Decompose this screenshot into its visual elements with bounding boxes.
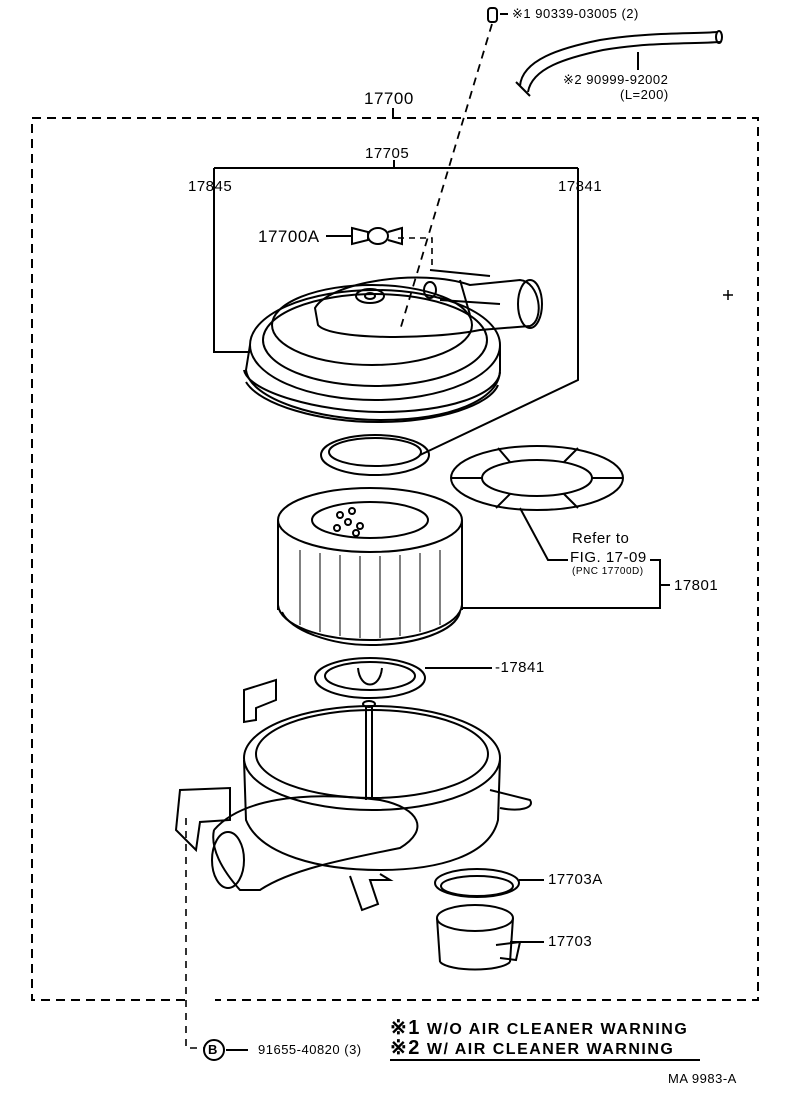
intake-hose-part: [436, 904, 522, 971]
bracket-17801: [462, 559, 670, 609]
leader-refer: [519, 507, 568, 561]
wing-nut-part: [351, 226, 403, 246]
air-cleaner-case-part: [174, 678, 532, 912]
legend-text-2: W/ AIR CLEANER WARNING: [426, 1041, 675, 1058]
legend-item-1: ※1 W/O AIR CLEANER WARNING: [390, 1018, 688, 1038]
element-ref-ring-part: [450, 445, 624, 511]
pnc-label: (PNC 17700D): [572, 566, 644, 577]
hose-number-label: 17703: [548, 933, 593, 950]
legend-mark-1: ※1: [390, 1017, 421, 1039]
bolt-marker-circle: [203, 1039, 225, 1061]
air-filter-element-part: [277, 487, 463, 647]
bolt-number-label: 91655-40820 (3): [258, 1042, 362, 1057]
refer-label: Refer to: [572, 530, 630, 547]
leader-17841-upper: [419, 168, 579, 456]
cap-gasket-number-label: 17841: [558, 178, 603, 195]
case-gasket-part: [314, 657, 426, 699]
wing-nut-number-label: 17700A: [258, 227, 320, 246]
hose-fitting-part: [487, 7, 498, 23]
legend-item-2: ※2 W/ AIR CLEANER WARNING: [390, 1038, 674, 1058]
hose-label: ※2 90999-92002: [563, 72, 669, 87]
bracket-17705: [214, 160, 578, 169]
assembly-boundary: [31, 117, 759, 1001]
wing-nut-dash: [398, 237, 433, 270]
legend-text-1: W/O AIR CLEANER WARNING: [426, 1021, 689, 1038]
air-cleaner-cap-part: [243, 269, 543, 424]
cap-number-label: 17845: [188, 178, 233, 195]
cap-assy-number-label: 17705: [365, 145, 410, 162]
hose-length-label: (L=200): [620, 87, 669, 102]
hose-fitting-label: ※1 90339-03005 (2): [512, 6, 639, 21]
element-number-label: 17801: [674, 577, 719, 594]
hose-band-gasket-number-label: 17703A: [548, 871, 603, 888]
drawing-number-label: MA 9983-A: [668, 1071, 737, 1086]
leader-17845: [213, 168, 250, 353]
figure-ref-label: FIG. 17-09: [570, 549, 647, 566]
bolt-marker: B: [208, 1042, 218, 1057]
case-gasket-number-label: -17841: [495, 659, 545, 676]
hose-fitting-dash-line: [399, 23, 493, 331]
hose-band-gasket-part: [434, 868, 520, 898]
vacuum-hose-part: [519, 31, 719, 87]
legend-mark-2: ※2: [390, 1037, 421, 1059]
cap-gasket-part: [320, 434, 430, 476]
bolt-leader-dash: [185, 818, 205, 1049]
assembly-number-label: 17700: [364, 89, 414, 108]
